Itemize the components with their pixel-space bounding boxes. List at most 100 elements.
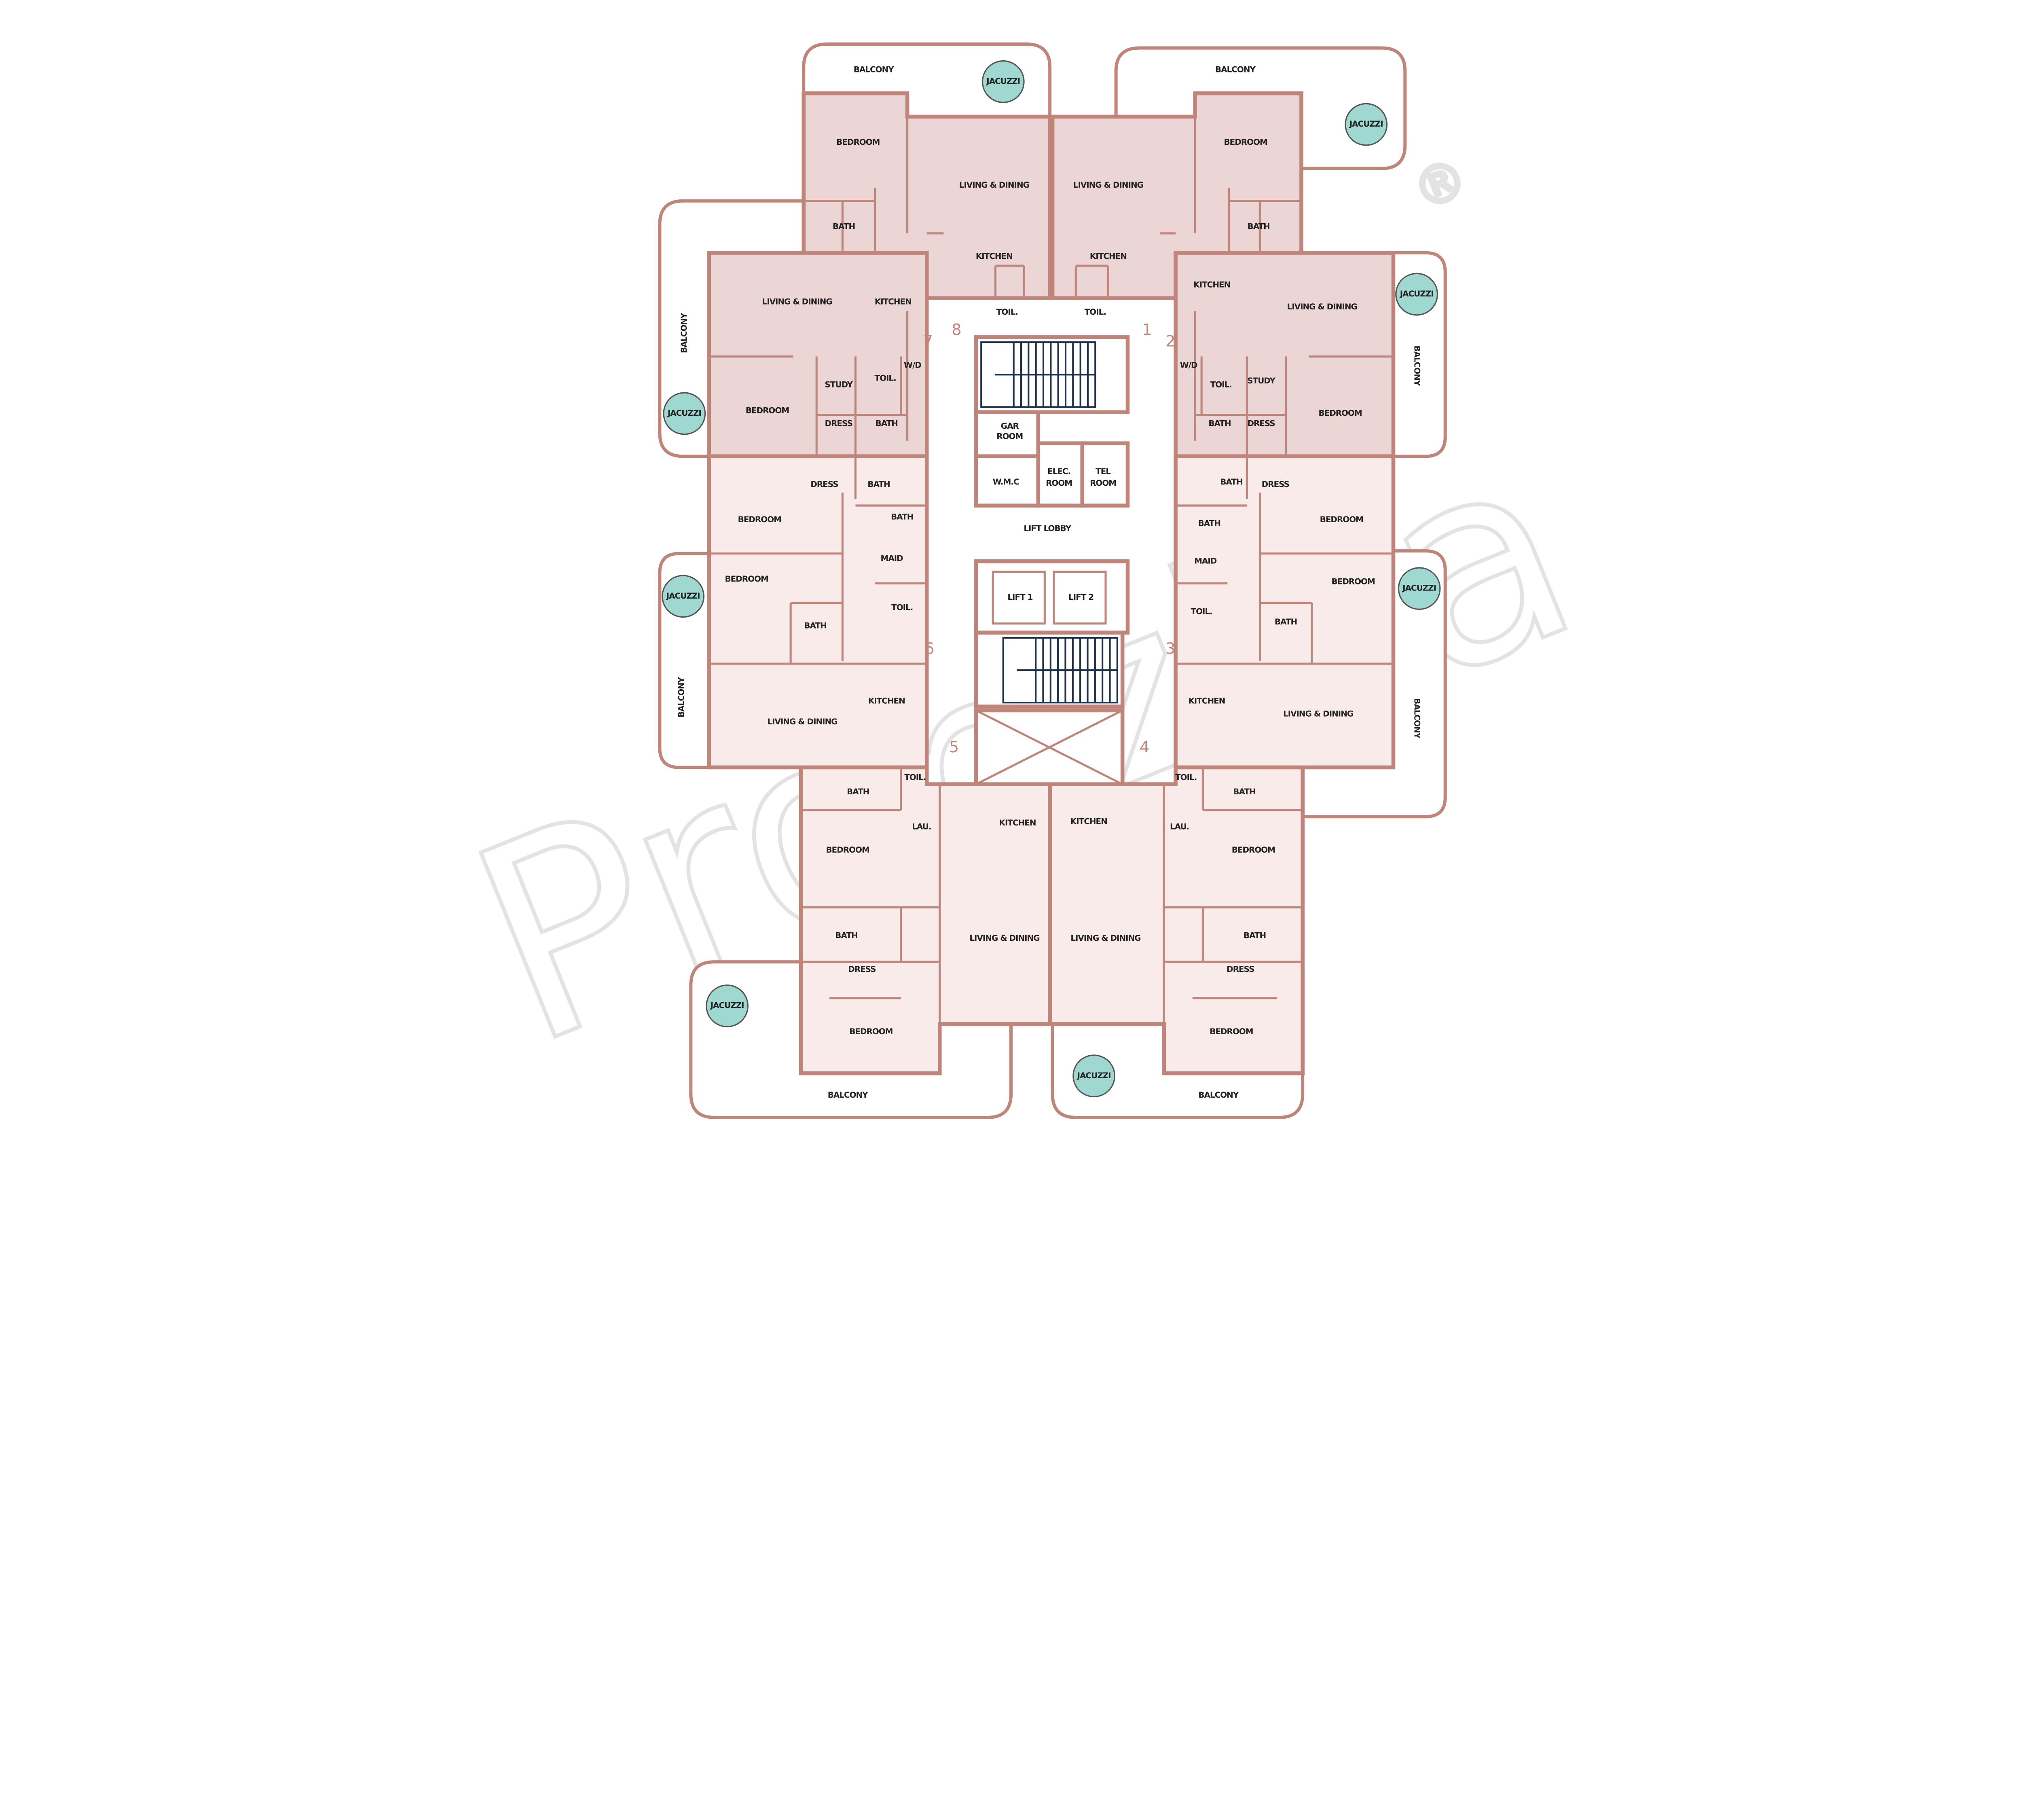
- room-label-toil: TOIL.: [1085, 307, 1106, 317]
- room-label-bath: BATH: [1248, 222, 1270, 231]
- jacuzzi-icon: [1395, 273, 1438, 316]
- tel-room: [1080, 441, 1130, 508]
- unit-number-5: 5: [949, 738, 959, 756]
- room-label-kitchen: KITCHEN: [1193, 280, 1230, 290]
- room-label-jacuzzi: JACUZZI: [710, 1001, 744, 1010]
- room-label-lift-2: LIFT 2: [1068, 593, 1093, 602]
- room-label-elec: ELEC.: [1047, 467, 1070, 476]
- room-label-bath: BATH: [1208, 419, 1231, 428]
- room-label-balcony: BALCONY: [1413, 345, 1422, 386]
- room-label-balcony: BALCONY: [677, 677, 686, 717]
- unit-7: [707, 251, 929, 459]
- lift-2: [1053, 570, 1107, 625]
- room-label-tel: TEL: [1096, 467, 1111, 476]
- room-label-jacuzzi: JACUZZI: [1077, 1071, 1111, 1080]
- room-label-bath: BATH: [891, 512, 913, 521]
- room-label-bath: BATH: [1275, 617, 1297, 626]
- room-label-bath: BATH: [1220, 477, 1242, 487]
- room-label-kitchen: KITCHEN: [976, 252, 1013, 261]
- room-label-lift-lobby: LIFT LOBBY: [1024, 524, 1071, 533]
- room-label-lau: LAU.: [912, 822, 931, 831]
- room-label-bath: BATH: [835, 931, 857, 940]
- room-label-bath: BATH: [1198, 518, 1220, 528]
- jacuzzi-icon: [981, 60, 1025, 103]
- room-label-living-dining: LIVING & DINING: [1283, 709, 1353, 719]
- room-label-w-d: W/D: [1180, 360, 1197, 370]
- room-label-bath: BATH: [833, 222, 855, 231]
- jacuzzi-icon: [1345, 103, 1388, 146]
- room-label-bedroom: BEDROOM: [725, 574, 768, 584]
- room-label-bath: BATH: [867, 480, 890, 489]
- room-label-bath: BATH: [804, 621, 826, 631]
- room-label-room: ROOM: [996, 432, 1023, 441]
- room-label-dress: DRESS: [1262, 480, 1289, 489]
- room-label-living-dining: LIVING & DINING: [959, 180, 1029, 190]
- room-label-living-dining: LIVING & DINING: [969, 933, 1039, 943]
- room-label-toil: TOIL.: [1175, 773, 1197, 782]
- room-label-dress: DRESS: [848, 965, 876, 974]
- room-label-jacuzzi: JACUZZI: [1349, 119, 1383, 129]
- shaft-cross: [975, 709, 1123, 785]
- room-label-kitchen: KITCHEN: [868, 696, 905, 705]
- room-label-bath: BATH: [1233, 787, 1255, 796]
- jacuzzi-icon: [663, 392, 706, 435]
- units: [707, 91, 1396, 1075]
- unit-2: [1174, 251, 1396, 459]
- room-label-w-d: W/D: [904, 360, 921, 370]
- room-label-bedroom: BEDROOM: [1332, 577, 1375, 586]
- jacuzzis: [662, 60, 1441, 1098]
- jacuzzi-icon: [1398, 567, 1441, 610]
- room-label-bedroom: BEDROOM: [738, 515, 781, 524]
- jacuzzi-icon: [1072, 1054, 1116, 1098]
- room-label-bath: BATH: [1244, 931, 1266, 940]
- room-label-bedroom: BEDROOM: [1224, 138, 1267, 147]
- gar-room: [974, 410, 1041, 459]
- room-label-dress: DRESS: [825, 419, 852, 428]
- unit-number-6: 6: [924, 639, 934, 658]
- room-label-living-dining: LIVING & DINING: [1073, 180, 1143, 190]
- room-label-study: STUDY: [825, 380, 853, 389]
- room-label-dress: DRESS: [1247, 419, 1275, 428]
- room-label-lau: LAU.: [1170, 822, 1189, 831]
- unit-number-7: 7: [923, 332, 933, 351]
- room-label-study: STUDY: [1247, 376, 1275, 385]
- room-label-room: ROOM: [1090, 478, 1116, 488]
- unit-number-4: 4: [1140, 738, 1149, 756]
- room-label-kitchen: KITCHEN: [1070, 817, 1107, 826]
- core: [974, 335, 1130, 786]
- room-label-jacuzzi: JACUZZI: [1399, 289, 1434, 298]
- room-label-jacuzzi: JACUZZI: [666, 591, 700, 601]
- room-label-lift-1: LIFT 1: [1007, 593, 1032, 602]
- room-label-balcony: BALCONY: [679, 313, 689, 353]
- room-label-living-dining: LIVING & DINING: [767, 717, 837, 726]
- unit-4: [1048, 765, 1305, 1075]
- room-label-kitchen: KITCHEN: [1090, 252, 1127, 261]
- lift-1: [992, 570, 1046, 625]
- room-label-kitchen: KITCHEN: [999, 818, 1036, 827]
- room-label-maid: MAID: [1194, 556, 1217, 565]
- room-label-bath: BATH: [876, 419, 898, 428]
- room-label-bedroom: BEDROOM: [1210, 1027, 1253, 1036]
- room-label-jacuzzi: JACUZZI: [1402, 584, 1436, 593]
- unit-number-8: 8: [952, 321, 961, 339]
- room-label-balcony: BALCONY: [828, 1090, 868, 1100]
- room-label-gar: GAR: [1001, 421, 1019, 431]
- room-labels: BALCONY JACUZZI BEDROOM LIVING & DINING BATH…: [666, 65, 1436, 1100]
- room-label-jacuzzi: JACUZZI: [986, 76, 1020, 86]
- room-label-maid: MAID: [881, 554, 903, 563]
- room-label-dress: DRESS: [810, 480, 838, 489]
- room-label-dress: DRESS: [1227, 965, 1254, 974]
- room-label-living-dining: LIVING & DINING: [762, 297, 832, 306]
- unit-3: [1174, 454, 1396, 770]
- unit-6: [707, 454, 929, 770]
- room-label-toil: TOIL.: [1210, 380, 1232, 389]
- jacuzzi-icon: [662, 575, 704, 618]
- room-label-toil: TOIL.: [874, 373, 896, 383]
- room-label-living-dining: LIVING & DINING: [1070, 933, 1140, 943]
- room-label-toil: TOIL.: [891, 603, 913, 612]
- room-label-kitchen: KITCHEN: [875, 297, 912, 306]
- elec-room: [1036, 441, 1085, 508]
- room-label-bath: BATH: [847, 787, 869, 796]
- room-label-toil: TOIL.: [904, 773, 926, 782]
